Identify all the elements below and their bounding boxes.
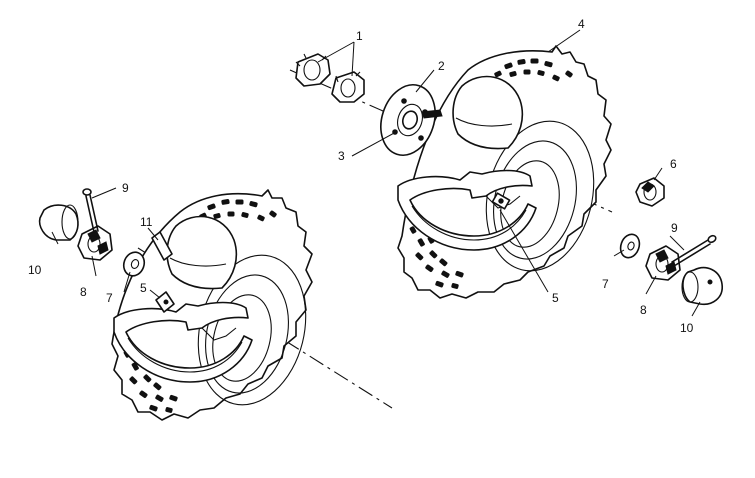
right-castle-nut-8	[645, 245, 681, 281]
callout-8-right: 8	[640, 303, 647, 317]
callout-7-right: 7	[602, 277, 609, 291]
callout-9-right: 9	[671, 221, 678, 235]
left-washer-7	[122, 251, 146, 277]
right-tire-inner-bead	[452, 75, 524, 150]
right-nut-6	[635, 177, 665, 207]
callout-3: 3	[338, 149, 345, 163]
callout-10-left: 10	[28, 263, 42, 277]
callout-7-left: 7	[106, 291, 113, 305]
right-hub-cap-10	[681, 266, 723, 306]
callout-8-left: 8	[80, 285, 87, 299]
right-washer-7	[619, 233, 641, 259]
callout-2: 2	[438, 59, 445, 73]
callout-6: 6	[670, 157, 677, 171]
leader-lines	[51, 29, 701, 317]
callout-10-right: 10	[680, 321, 694, 335]
callout-5-left: 5	[140, 281, 147, 295]
castle-nut-pair	[295, 53, 365, 103]
hub-disc	[380, 84, 443, 156]
callout-11: 11	[140, 215, 153, 229]
callout-5-right: 5	[552, 291, 559, 305]
left-castle-nut-8	[77, 225, 113, 261]
left-cotter-pin-9	[82, 188, 99, 233]
right-wheel	[397, 45, 612, 299]
left-rim-half	[113, 301, 253, 383]
right-cotter-pin-9	[671, 234, 717, 267]
right-rim-half	[397, 169, 537, 251]
callout-4: 4	[578, 17, 585, 31]
callout-1: 1	[356, 29, 363, 43]
left-hub-cap-10	[38, 204, 79, 241]
left-tire-inner-bead	[166, 215, 238, 290]
callout-9-left: 9	[122, 181, 129, 195]
left-wheel	[111, 189, 313, 421]
